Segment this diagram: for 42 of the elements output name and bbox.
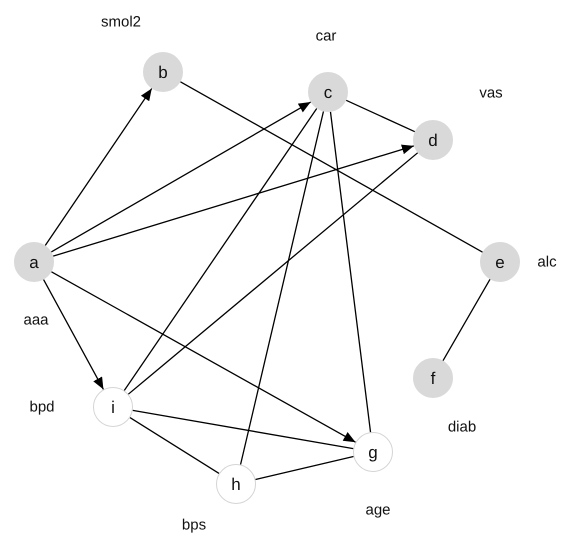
variable-node bbox=[480, 242, 520, 282]
node-label: d bbox=[428, 132, 438, 148]
node-label: b bbox=[158, 64, 168, 80]
variable-name: alc bbox=[537, 254, 557, 270]
variable-name: smol2 bbox=[101, 14, 141, 30]
node-label: c bbox=[324, 84, 332, 100]
arrow bbox=[44, 88, 152, 246]
arrow bbox=[51, 271, 356, 443]
node-label: e bbox=[495, 254, 505, 270]
variable-node bbox=[93, 387, 133, 427]
variable-name: aaa bbox=[23, 312, 49, 328]
variable-node bbox=[216, 464, 256, 504]
connector-line bbox=[255, 456, 354, 480]
variable-node bbox=[14, 242, 54, 282]
connector-line bbox=[442, 279, 491, 361]
variable-name: diab bbox=[448, 418, 476, 436]
variable-node bbox=[413, 358, 453, 398]
arrow bbox=[52, 144, 414, 257]
connector-line bbox=[130, 417, 220, 474]
variable-node bbox=[143, 52, 183, 92]
variable-name: car bbox=[316, 28, 336, 44]
connector-line bbox=[180, 81, 483, 253]
connector-line bbox=[240, 111, 324, 465]
connector-line bbox=[346, 100, 416, 132]
connector-line bbox=[124, 108, 318, 391]
node-label: a bbox=[29, 254, 39, 270]
node-label: f bbox=[430, 370, 436, 386]
node-label: h bbox=[231, 476, 241, 492]
node-label: i bbox=[111, 398, 115, 416]
connector-line bbox=[132, 410, 354, 450]
variable-name: bpd bbox=[29, 398, 55, 416]
variable-node bbox=[413, 120, 453, 160]
arrow bbox=[43, 279, 104, 390]
connector-line bbox=[330, 112, 372, 432]
variable-name: bps bbox=[182, 516, 206, 534]
node-label: g bbox=[368, 444, 378, 460]
arrow bbox=[50, 101, 312, 253]
variable-node bbox=[308, 72, 348, 112]
variable-name: vas bbox=[479, 84, 503, 102]
variable-node bbox=[353, 432, 393, 472]
variable-name: age bbox=[365, 502, 391, 518]
connector-line bbox=[128, 152, 418, 395]
